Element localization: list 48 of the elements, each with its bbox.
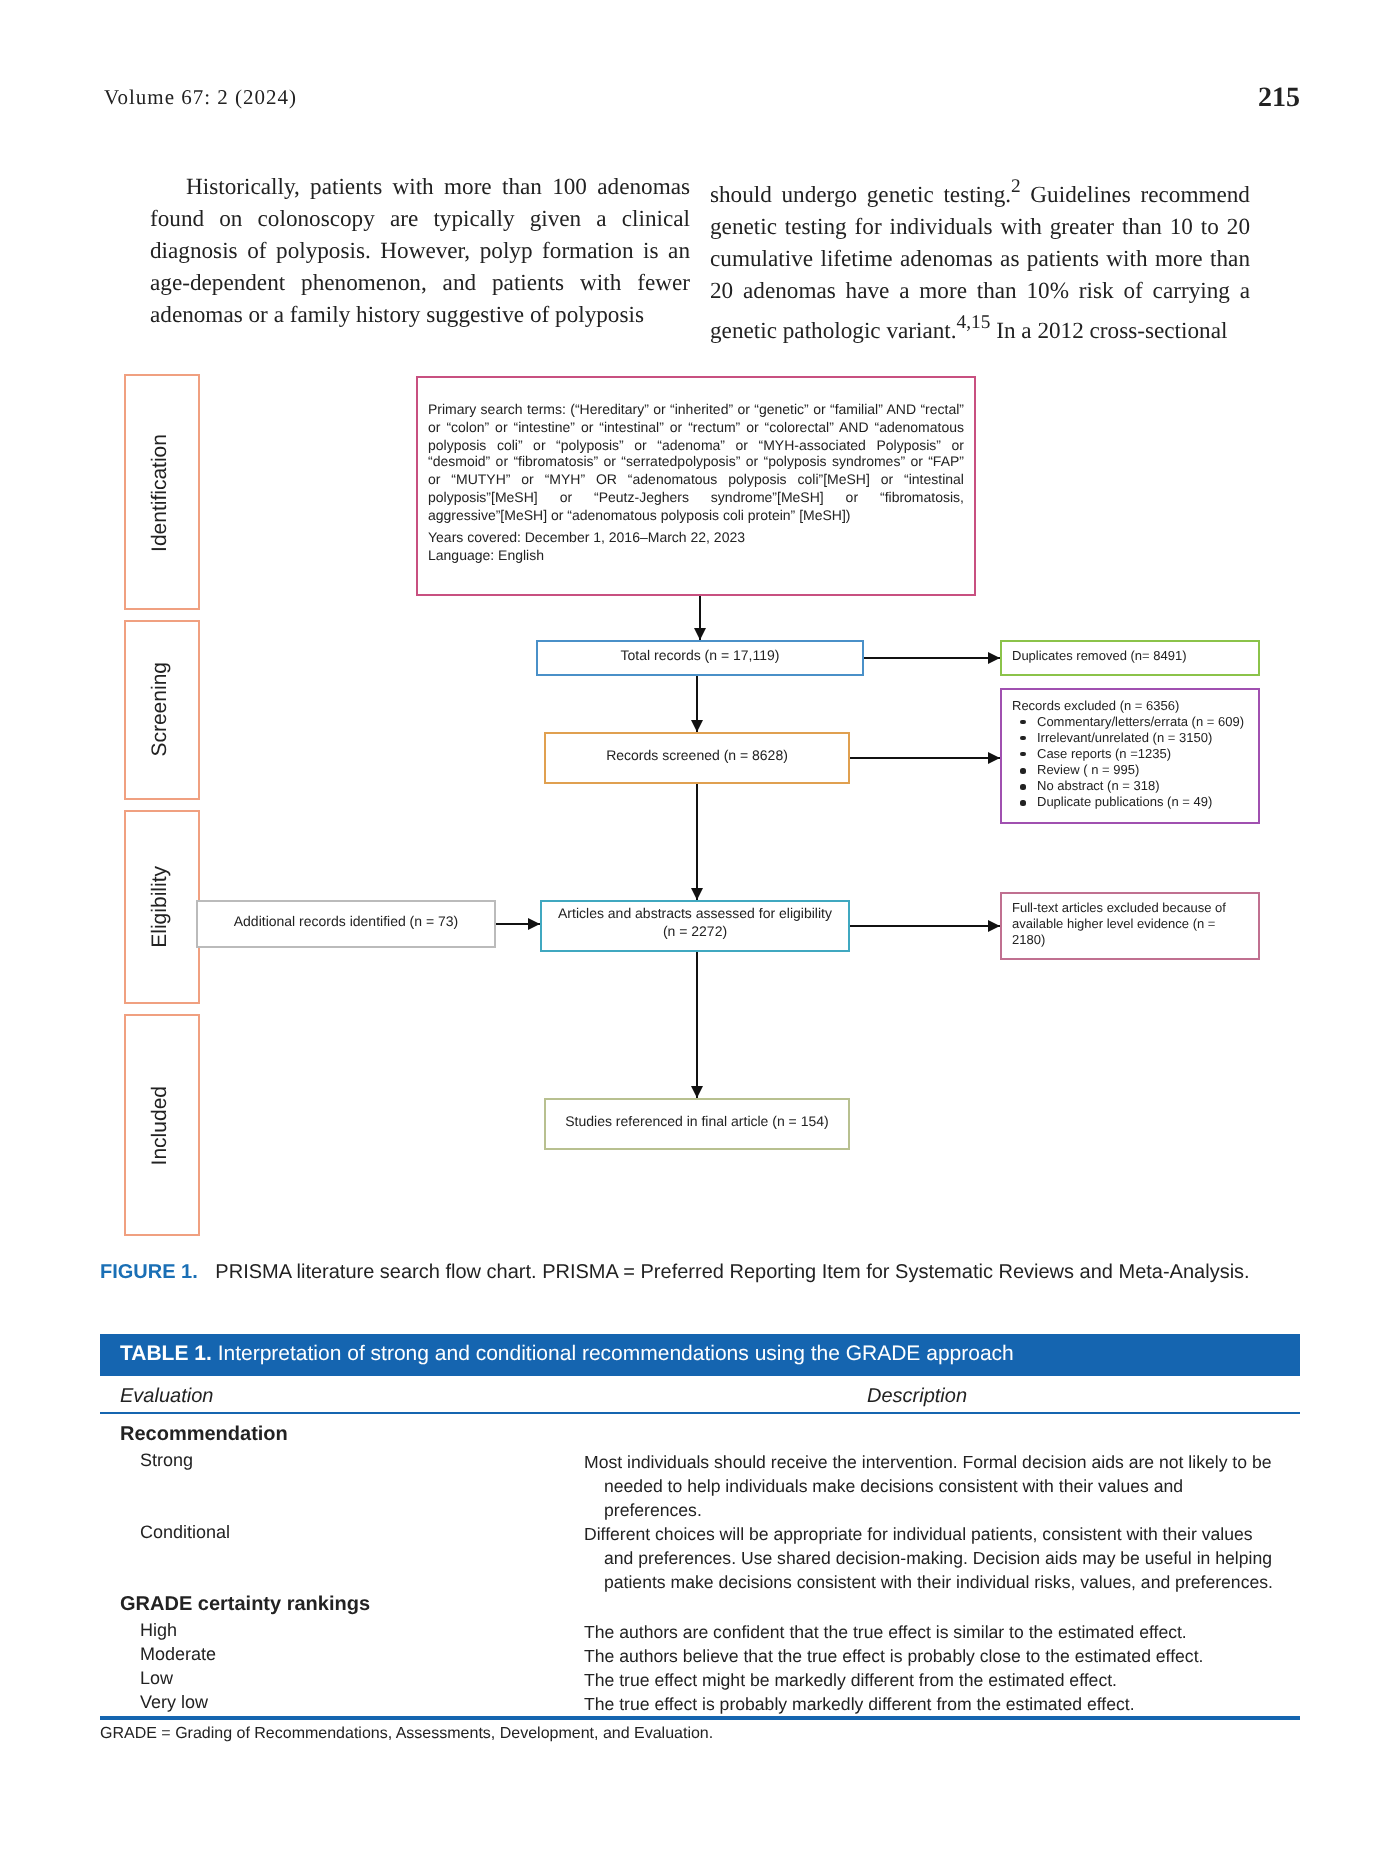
arrow (691, 783, 703, 901)
table-cell: Most individuals should receive the intervention. Formal decision aids are not likely to be needed to help individuals make decisions consistent with their values and preferences. (584, 1450, 1274, 1522)
table-cell-text: The authors believe that the true effect is probably close to the estimated effect. (584, 1644, 1206, 1668)
stage-band (124, 374, 200, 610)
stage-band (124, 620, 200, 800)
search-terms-box (416, 376, 976, 596)
process-box (544, 732, 850, 784)
table-cell-text: Low (140, 1668, 176, 1688)
body-paragraph: should undergo genetic testing.$^{2}$ Guidelines recommend genetic testing for individuals with greater than 10 to 20 cumulative lifetime adenomas as patients with more than 20 adenomas have a more than 10% risk of carrying a genetic pathologic variant.$^{4,15}$ In a 2012 cross-sectional (710, 174, 1250, 348)
stage-label: Screening (148, 662, 175, 758)
table-cell-text: The authors are confident that the true effect is similar to the estimated effect. (584, 1620, 1189, 1644)
table-cell-text: Conditional (140, 1522, 233, 1542)
table-cell-text: Very low (140, 1692, 211, 1712)
table-footnote: GRADE = Grading of Recommendations, Assessments, Development, and Evaluation. (100, 1724, 716, 1742)
table-cell-text: The true effect might be markedly different from the estimated effect. (584, 1668, 1119, 1692)
stage-label: Eligibility (148, 866, 175, 948)
process-box (196, 900, 496, 948)
process-box (1000, 892, 1260, 960)
arrow (694, 595, 706, 641)
process-box (540, 900, 850, 952)
table-cell-text: Moderate (140, 1644, 219, 1664)
stage-band (124, 1014, 200, 1236)
column-header: Evaluation (120, 1386, 216, 1408)
page-number: 215 (1256, 84, 1300, 116)
arrow (863, 652, 1001, 664)
table-cell-text: The true effect is probably markedly different from the estimated effect. (584, 1692, 1137, 1716)
table-cell-text: Strong (140, 1450, 196, 1470)
table-title-bar: TABLE 1. Interpretation of strong and conditional recommendations using the GRADE approach (100, 1334, 1300, 1376)
stage-label: Included (148, 1085, 175, 1165)
stage-band (124, 810, 200, 1004)
table-cell: Different choices will be appropriate for individual patients, consistent with their values and preferences. Use shared decision-making. Decision aids may be useful in helping patients make decisions consistent with their individual risks, values, and preferences. (584, 1522, 1274, 1594)
process-box (536, 640, 864, 676)
column-header: Description (864, 1386, 970, 1408)
process-box (1000, 688, 1260, 824)
process-box (1000, 640, 1260, 676)
process-box (544, 1098, 850, 1150)
running-header: Volume 67: 2 (2024) (104, 88, 300, 110)
arrow (691, 675, 703, 733)
stage-label: Identification (148, 433, 175, 551)
table-section-heading: Recommendation (120, 1424, 290, 1446)
body-paragraph: Historically, patients with more than 100 adenomas found on colonoscopy are typically given a clinical diagnosis of polyposis. However, polyp formation is an age-dependent phenomenon, and patients with fewer adenomas or a family history suggestive of polyposis (150, 172, 690, 332)
arrow (495, 918, 541, 930)
arrow (849, 920, 1001, 932)
table-cell-text: High (140, 1620, 180, 1640)
table-section-heading: GRADE certainty rankings (120, 1594, 373, 1616)
arrow (691, 951, 703, 1099)
arrow (849, 752, 1001, 764)
figure-caption: FIGURE 1. PRISMA literature search flow chart. PRISMA = Preferred Reporting Item for Systematic Reviews and Meta-Analysis. (100, 1262, 1252, 1284)
